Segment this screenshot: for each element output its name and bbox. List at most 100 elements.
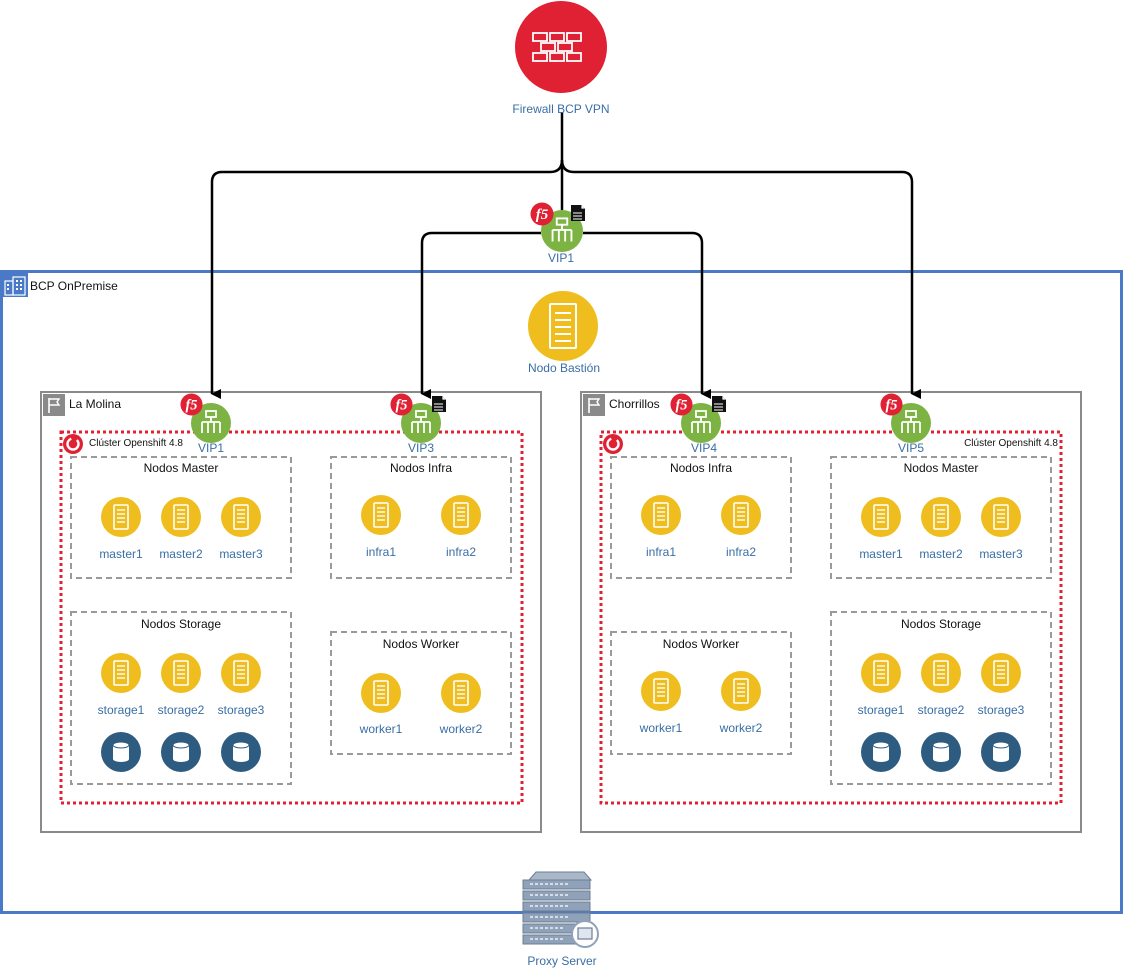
- bastion-label: Nodo Bastión: [528, 361, 600, 375]
- bastion-node: [528, 291, 598, 361]
- flag-icon: [583, 394, 605, 416]
- node-label: infra1: [646, 545, 676, 559]
- flag-icon: [43, 394, 65, 416]
- group-box: [830, 611, 1052, 785]
- cluster-la-molina: [59, 430, 524, 805]
- node-label: master1: [99, 547, 143, 561]
- worker-server-icon: [721, 671, 761, 711]
- f5-logo-icon: [530, 202, 554, 226]
- group-box: [610, 631, 792, 755]
- storage-server-icon: [981, 653, 1021, 693]
- node-label: storage3: [218, 703, 265, 717]
- group-title-storage-ch: Nodos Storage: [901, 617, 981, 631]
- group-box: [330, 631, 512, 755]
- f5-logo-icon: [880, 393, 903, 416]
- document-icon: [570, 204, 586, 222]
- storage-server-icon: [921, 653, 961, 693]
- cluster-label-chorrillos: Clúster Openshift 4.8: [964, 438, 1058, 449]
- node-label: master1: [859, 547, 903, 561]
- node-label: worker2: [439, 722, 483, 736]
- openshift-icon: [63, 434, 83, 454]
- proxy-server-icon: [522, 871, 599, 948]
- node-label: worker2: [719, 721, 763, 735]
- node-label: worker1: [359, 722, 403, 736]
- document-icon: [711, 395, 727, 413]
- group-box: [330, 456, 512, 579]
- disk-icon: [861, 732, 901, 772]
- disk-icon: [101, 732, 141, 772]
- disk-icon: [981, 732, 1021, 772]
- group-box: [70, 611, 292, 785]
- worker-server-icon: [441, 673, 481, 713]
- connector-line: [583, 231, 711, 399]
- master-server-icon: [921, 497, 961, 537]
- node-label: master3: [219, 547, 263, 561]
- node-label: infra1: [366, 545, 396, 559]
- site-title-la-molina: La Molina: [69, 397, 121, 411]
- disk-icon: [921, 732, 961, 772]
- group-title-infra-ch: Nodos Infra: [670, 461, 732, 475]
- group-box: [610, 456, 792, 579]
- firewall-icon: [532, 32, 582, 62]
- master-server-icon: [221, 497, 261, 537]
- group-title-infra-lm: Nodos Infra: [390, 461, 452, 475]
- group-box: [70, 456, 292, 579]
- openshift-icon: [603, 434, 623, 454]
- node-label: storage3: [978, 703, 1025, 717]
- node-label: master2: [919, 547, 963, 561]
- firewall-label: Firewall BCP VPN: [512, 102, 609, 116]
- f5-logo-icon: [670, 393, 693, 416]
- node-label: master2: [159, 547, 203, 561]
- worker-server-icon: [361, 673, 401, 713]
- vip-label-top: VIP1: [548, 251, 574, 265]
- node-label: storage1: [858, 703, 905, 717]
- node-label: infra2: [446, 545, 476, 559]
- f5-logo-icon: [180, 393, 203, 416]
- infra-server-icon: [441, 495, 481, 535]
- cluster-chorrillos: [599, 430, 1063, 805]
- document-icon: [431, 395, 447, 413]
- vip-label: VIP4: [691, 441, 717, 455]
- storage-server-icon: [221, 653, 261, 693]
- node-label: infra2: [726, 545, 756, 559]
- disk-icon: [161, 732, 201, 772]
- node-label: storage2: [158, 703, 205, 717]
- proxy-label: Proxy Server: [527, 954, 596, 968]
- cluster-label-la-molina: Clúster Openshift 4.8: [89, 438, 183, 449]
- group-title-master-lm: Nodos Master: [144, 461, 219, 475]
- group-title-master-ch: Nodos Master: [904, 461, 979, 475]
- group-title-worker-ch: Nodos Worker: [663, 637, 739, 651]
- building-icon: [2, 273, 28, 297]
- infra-server-icon: [641, 495, 681, 535]
- node-label: worker1: [639, 721, 683, 735]
- server-icon: [549, 303, 577, 349]
- disk-icon: [221, 732, 261, 772]
- storage-server-icon: [861, 653, 901, 693]
- node-label: storage2: [918, 703, 965, 717]
- master-server-icon: [981, 497, 1021, 537]
- master-server-icon: [861, 497, 901, 537]
- group-title-worker-lm: Nodos Worker: [383, 637, 459, 651]
- group-title-storage-lm: Nodos Storage: [141, 617, 221, 631]
- group-box: [830, 456, 1052, 579]
- site-title-chorrillos: Chorrillos: [609, 397, 660, 411]
- master-server-icon: [101, 497, 141, 537]
- vip-label: VIP1: [198, 441, 224, 455]
- node-label: storage1: [98, 703, 145, 717]
- storage-server-icon: [101, 653, 141, 693]
- vip-label: VIP5: [898, 441, 924, 455]
- master-server-icon: [161, 497, 201, 537]
- onpremise-title: BCP OnPremise: [30, 279, 118, 293]
- connector-line: [210, 159, 564, 399]
- connector-line: [420, 231, 541, 399]
- infra-server-icon: [721, 495, 761, 535]
- infra-server-icon: [361, 495, 401, 535]
- f5-logo-icon: [390, 393, 413, 416]
- vip-label: VIP3: [408, 441, 434, 455]
- worker-server-icon: [641, 671, 681, 711]
- firewall-node: [515, 1, 607, 93]
- storage-server-icon: [161, 653, 201, 693]
- connector-line: [560, 159, 921, 399]
- node-label: master3: [979, 547, 1023, 561]
